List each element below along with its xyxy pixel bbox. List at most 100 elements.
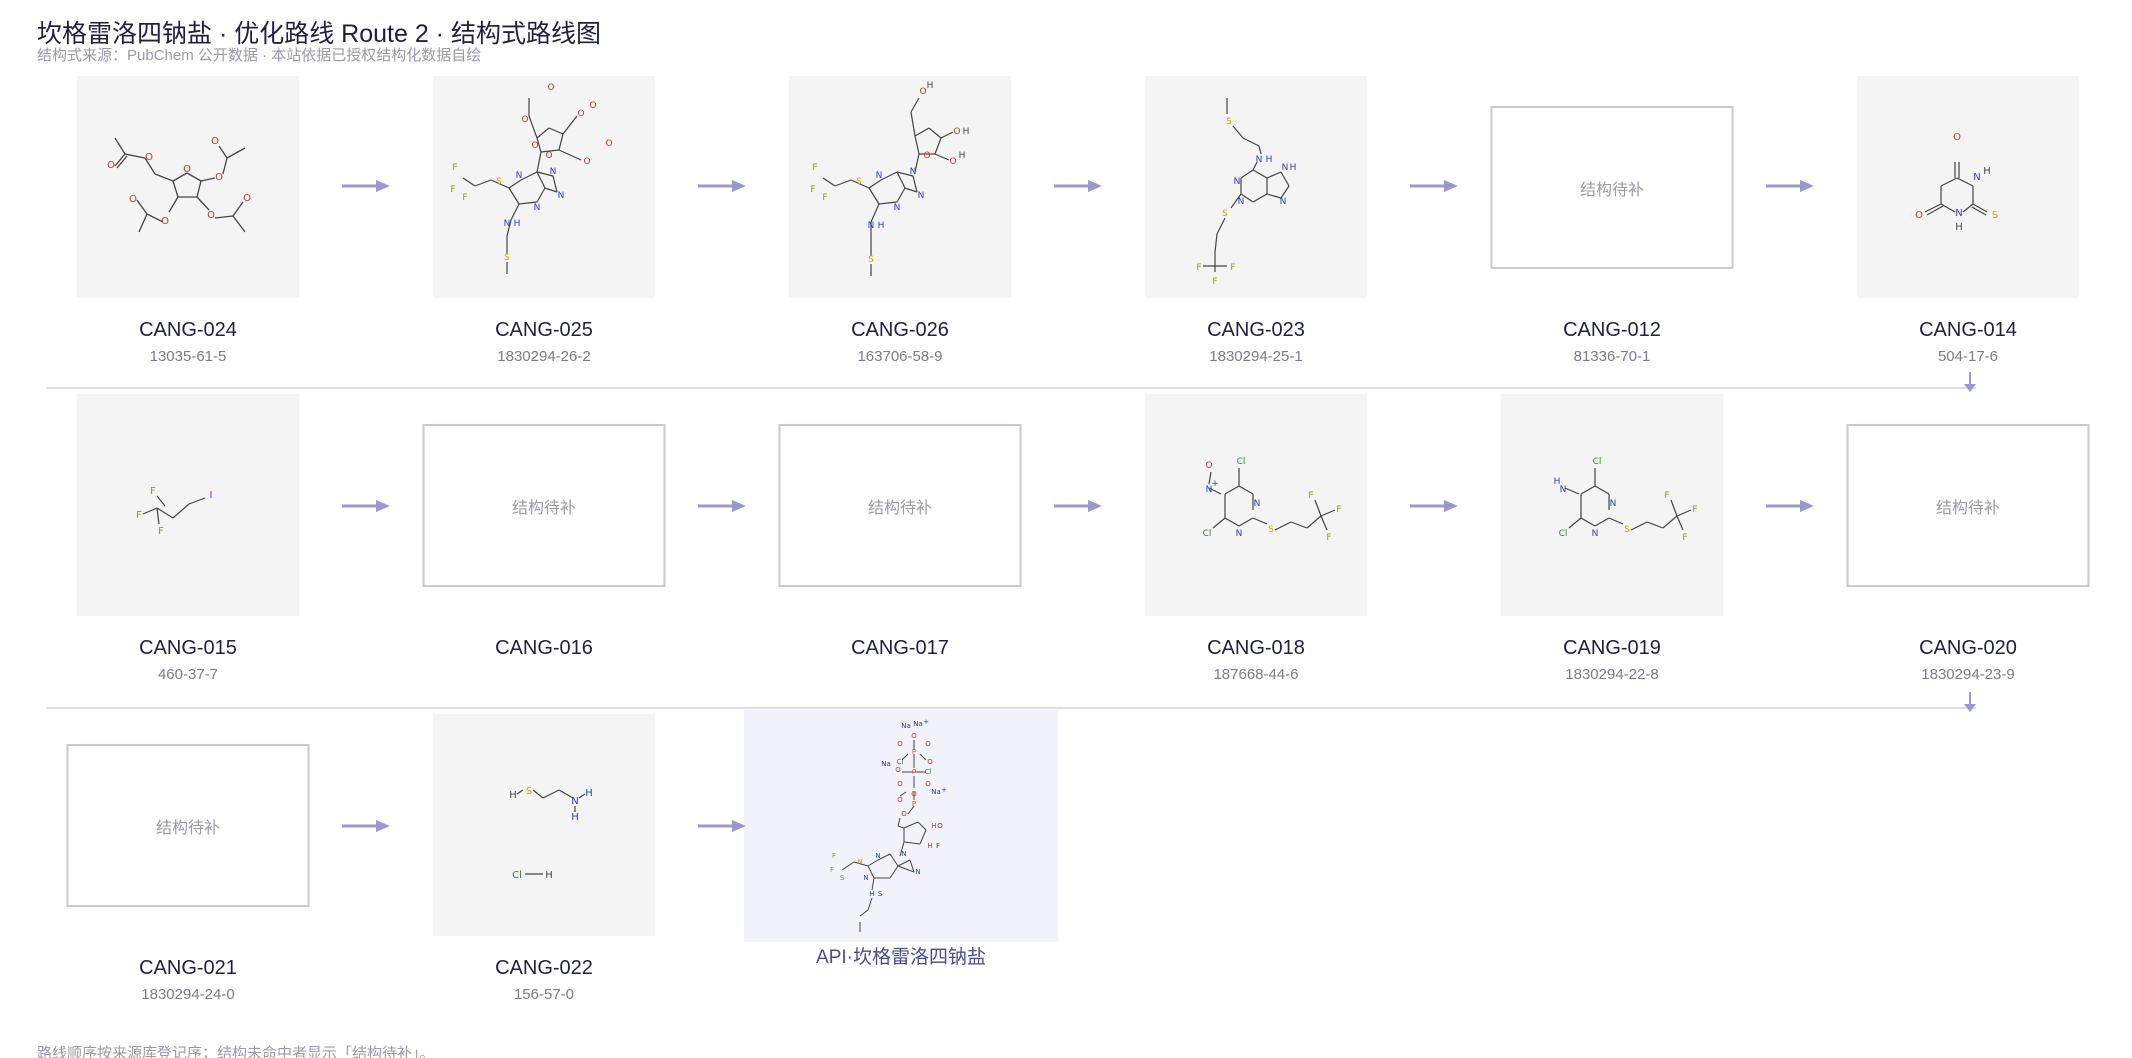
structure-image: F F F S N N N N N H S O O H O H O H (789, 76, 1011, 298)
api-label: API·坎格雷洛四钠盐 (816, 947, 986, 968)
svg-text:O: O (897, 740, 903, 748)
svg-text:F: F (136, 510, 142, 521)
svg-text:F: F (1664, 491, 1669, 501)
compound-code: CANG-019 (1563, 637, 1661, 659)
right-arrow-icon (1054, 500, 1102, 512)
svg-text:H: H (571, 812, 579, 823)
svg-text:Cl: Cl (1593, 457, 1602, 467)
svg-text:F: F (812, 163, 817, 173)
down-arrow-icon (1964, 692, 1976, 712)
svg-text:H: H (878, 221, 885, 231)
svg-text:O: O (927, 758, 933, 766)
structure-placeholder: 结构待补 (1490, 106, 1734, 269)
svg-text:H: H (509, 790, 517, 801)
svg-text:O: O (545, 151, 552, 161)
svg-text:O: O (937, 822, 943, 830)
svg-text:S: S (496, 177, 502, 187)
svg-text:H: H (927, 81, 934, 91)
svg-text:S: S (526, 786, 532, 797)
page-subtitle: 结构式来源：PubChem 公开数据 · 本站依据已授权结构化数据自绘 (37, 47, 482, 64)
compound-cas: 1830294-26-2 (497, 348, 591, 365)
compound-code: CANG-012 (1563, 319, 1661, 341)
svg-text:F: F (1230, 263, 1235, 273)
svg-text:O: O (919, 87, 926, 97)
svg-text:O: O (895, 766, 901, 774)
down-arrow-icon (1964, 372, 1976, 392)
svg-text:S: S (1624, 525, 1630, 535)
svg-text:H: H (1983, 166, 1991, 177)
svg-text:F: F (462, 193, 467, 203)
right-arrow-icon (698, 820, 746, 832)
compound-cas: 156-57-0 (513, 986, 575, 1003)
svg-text:O: O (243, 193, 251, 204)
structure-image: H S N H H Cl H (433, 714, 655, 936)
svg-text:O: O (1915, 210, 1923, 221)
svg-text:F: F (1196, 263, 1201, 273)
svg-text:O: O (531, 141, 538, 151)
svg-text:Na: Na (913, 720, 923, 728)
structure-image: O O O O O O O O O (77, 76, 299, 298)
svg-text:N: N (857, 858, 862, 866)
compound-cas: 163706-58-9 (857, 348, 943, 365)
compound-cas: 460-37-7 (157, 666, 219, 683)
svg-text:S: S (1222, 209, 1228, 219)
svg-text:H: H (545, 870, 553, 881)
svg-text:O: O (925, 780, 931, 788)
svg-text:S: S (856, 177, 862, 187)
structure-image: H N Cl N N Cl S F F F (1501, 394, 1723, 616)
compound-code: CANG-020 (1919, 637, 2017, 659)
structure-image: O N H S N H O (1857, 76, 2079, 298)
svg-text:O: O (923, 151, 930, 161)
svg-text:H: H (1290, 163, 1297, 173)
svg-text:S: S (1992, 210, 1998, 221)
svg-text:N: N (1254, 499, 1261, 509)
svg-text:F: F (936, 842, 940, 850)
svg-text:H: H (1955, 222, 1963, 233)
compound-code: CANG-026 (851, 319, 949, 341)
svg-text:N: N (1973, 172, 1980, 183)
svg-text:S: S (1226, 117, 1232, 127)
right-arrow-icon (1410, 180, 1458, 192)
svg-text:N: N (1234, 177, 1241, 187)
svg-text:N: N (1206, 485, 1213, 495)
svg-text:Cl: Cl (1237, 457, 1246, 467)
svg-text:F: F (830, 866, 834, 874)
placeholder-text: 结构待补 (1579, 181, 1644, 199)
right-arrow-icon (342, 820, 390, 832)
compound-code: CANG-022 (495, 957, 593, 979)
right-arrow-icon (1766, 180, 1814, 192)
svg-text:F: F (810, 185, 815, 195)
svg-text:H: H (959, 151, 966, 161)
api-structure-card[interactable]: Na Na + O P O O Cl Cl Na O P O O O Na + … (744, 710, 1058, 942)
structure-placeholder: 结构待补 (422, 424, 666, 587)
right-arrow-icon (698, 500, 746, 512)
right-arrow-icon (698, 180, 746, 192)
svg-text:H: H (514, 219, 521, 229)
compound-code: CANG-025 (495, 319, 593, 341)
svg-text:F: F (158, 526, 164, 537)
svg-text:N: N (516, 171, 523, 181)
compound-cas: 1830294-23-9 (1921, 666, 2015, 683)
svg-text:N: N (1592, 529, 1599, 539)
svg-text:O: O (911, 790, 917, 798)
svg-text:P: P (912, 748, 916, 756)
svg-text:N: N (1282, 163, 1289, 173)
svg-text:O: O (183, 164, 191, 175)
svg-text:S: S (878, 890, 883, 898)
svg-text:O: O (107, 160, 115, 171)
structure-image: N H S N N N N H S F F F (1145, 76, 1367, 298)
svg-text:F: F (1326, 533, 1331, 543)
svg-text:N: N (1560, 485, 1567, 495)
svg-text:N: N (1236, 529, 1243, 539)
structure-placeholder: 结构待补 (1846, 424, 2090, 587)
svg-text:F: F (452, 163, 457, 173)
compound-cas: 81336-70-1 (1573, 348, 1651, 365)
svg-text:O: O (897, 796, 903, 804)
svg-text:+: + (923, 718, 929, 726)
right-arrow-icon (342, 500, 390, 512)
structure-placeholder: 结构待补 (778, 424, 1022, 587)
compound-cas: 1830294-25-1 (1209, 348, 1303, 365)
svg-text:F: F (150, 486, 156, 497)
compound-code: CANG-016 (495, 637, 593, 659)
svg-text:O: O (577, 109, 584, 119)
